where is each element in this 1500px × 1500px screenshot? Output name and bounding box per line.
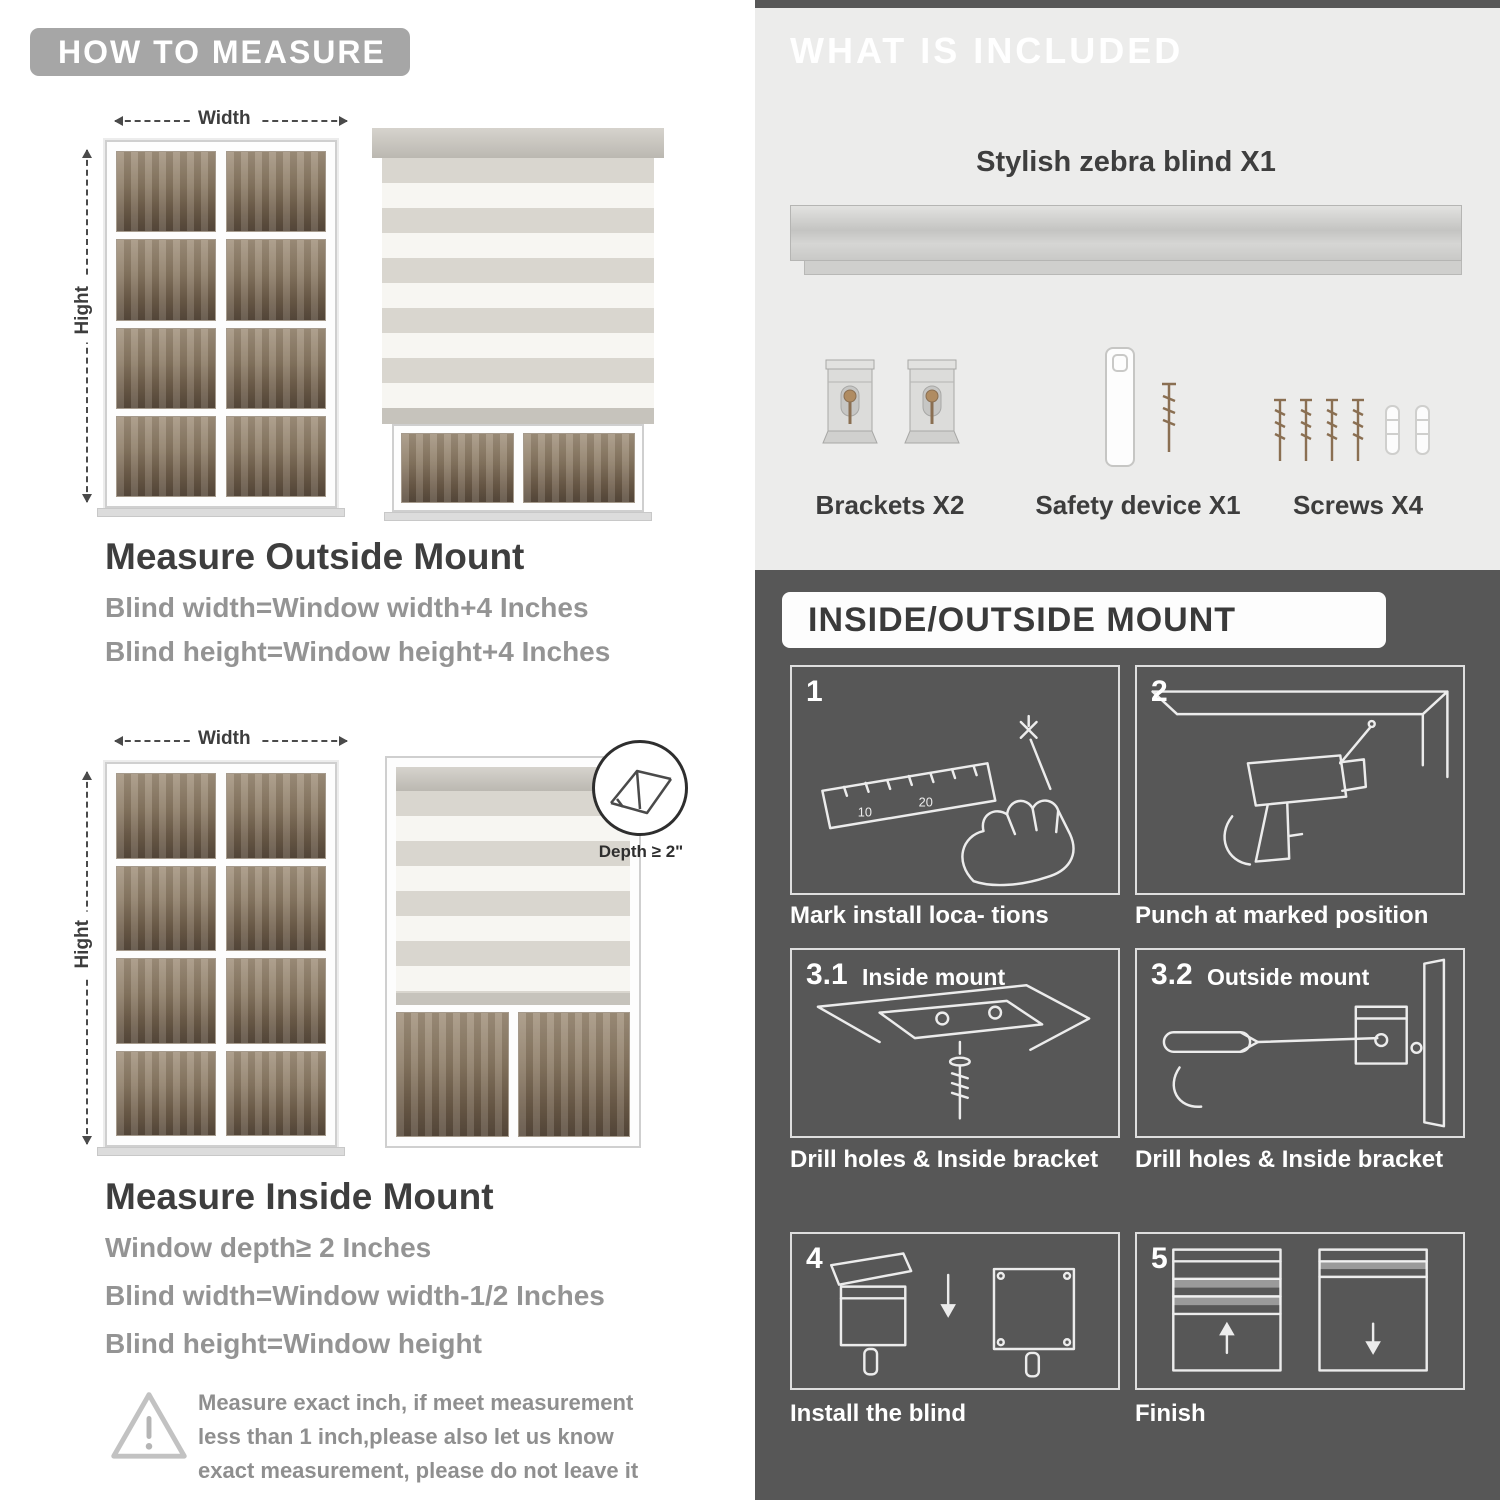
- step-caption-2: Punch at marked position: [1135, 902, 1429, 929]
- depth-label: Depth ≥ 2": [598, 842, 684, 861]
- step-caption-4: Install the blind: [790, 1400, 967, 1427]
- window-pane: [116, 151, 216, 233]
- width-label-outside: Width: [190, 108, 259, 130]
- how-to-measure-banner: HOW TO MEASURE: [30, 28, 410, 76]
- step-number: 2: [1151, 675, 1168, 708]
- zebra-blind-product-label: Stylish zebra blind X1: [976, 146, 1276, 178]
- window-below-blind: [392, 424, 644, 512]
- mark-locations-illustration: 10 20: [821, 714, 1075, 887]
- window-pane: [116, 1050, 216, 1136]
- screws-icon: [1274, 398, 1430, 461]
- bracket-icon: [904, 359, 960, 444]
- step-number: 3.1: [806, 958, 848, 991]
- step-caption-5: Finish: [1135, 1400, 1206, 1427]
- window-illustration-outside: [105, 140, 337, 508]
- step-number: 3.2: [1151, 958, 1193, 991]
- window-pane: [226, 239, 326, 321]
- step-panel-3-2: 3.2 Outside mount: [1135, 948, 1465, 1138]
- step-panel-4: 4: [790, 1232, 1120, 1390]
- window-below-blind: [396, 1012, 630, 1137]
- blind-bottomrail: [382, 408, 654, 424]
- outside-mount-heading: Measure Outside Mount: [105, 536, 525, 577]
- blind-headrail-product: [790, 205, 1462, 275]
- outside-bracket-illustration: [1162, 958, 1446, 1128]
- window-pane: [226, 773, 326, 859]
- inside-mount-label: Inside mount: [862, 964, 1006, 990]
- step-panel-1: 10 20 1: [790, 665, 1120, 895]
- outside-mount-label: Outside mount: [1207, 964, 1370, 990]
- inside-outside-mount-banner: INSIDE/OUTSIDE MOUNT: [782, 592, 1386, 648]
- warning-triangle-icon: [111, 1392, 187, 1459]
- window-panes: [116, 151, 326, 497]
- blind-headrail: [396, 767, 630, 791]
- window-pane: [517, 1012, 630, 1137]
- window-illustration-inside: [105, 762, 337, 1147]
- zebra-blind-inside-illustration: [385, 756, 641, 1148]
- blind-headrail: [372, 128, 664, 158]
- window-pane: [116, 958, 216, 1044]
- safety-device-icon: [1105, 347, 1176, 467]
- what-is-included-banner: WHAT IS INCLUDED: [790, 30, 1184, 71]
- window-frame: [385, 756, 641, 1148]
- what-is-included-section: [755, 8, 1500, 570]
- inside-rule-1: Window depth≥ 2 Inches: [105, 1232, 432, 1263]
- step-caption-3-1: Drill holes & Inside bracket: [790, 1146, 1099, 1173]
- brackets-label: Brackets X2: [815, 490, 965, 520]
- window-pane: [116, 865, 216, 951]
- depth-detail-circle: [592, 740, 688, 836]
- headrail-lip: [804, 261, 1462, 275]
- window-pane: [396, 1012, 509, 1137]
- inside-rule-3: Blind height=Window height: [105, 1328, 482, 1359]
- window-pane: [116, 327, 216, 409]
- safety-device-label: Safety device X1: [1035, 490, 1241, 520]
- window-sill: [97, 1147, 345, 1156]
- window-pane: [116, 239, 216, 321]
- step-number: 4: [806, 1242, 823, 1275]
- window-pane: [401, 433, 514, 503]
- width-label-inside: Width: [190, 728, 259, 750]
- blind-stripes: [382, 158, 654, 408]
- svg-text:10: 10: [858, 804, 872, 819]
- window-pane: [226, 415, 326, 497]
- outside-rule-2: Blind height=Window height+4 Inches: [105, 636, 611, 667]
- step-panel-2: 2: [1135, 665, 1465, 895]
- install-blind-illustration: [829, 1252, 1076, 1378]
- measure-note: Measure exact inch, if meet measurement …: [198, 1390, 639, 1484]
- window-pane: [226, 865, 326, 951]
- window-sill: [384, 512, 652, 521]
- window-pane: [226, 151, 326, 233]
- window-sill: [97, 508, 345, 517]
- bracket-icon: [822, 359, 878, 444]
- svg-text:20: 20: [919, 795, 933, 810]
- screws-label: Screws X4: [1292, 490, 1424, 520]
- blind-bottomrail: [396, 993, 630, 1005]
- step-number: 1: [806, 675, 823, 708]
- window-pane: [116, 415, 216, 497]
- drill-illustration: [1151, 690, 1449, 866]
- window-pane: [522, 433, 635, 503]
- window-pane: [116, 773, 216, 859]
- finish-illustration: [1172, 1248, 1428, 1372]
- step-caption-1: Mark install loca- tions: [790, 902, 1049, 929]
- window-pane: [226, 958, 326, 1044]
- step-panel-5: 5: [1135, 1232, 1465, 1390]
- inside-bracket-illustration: [816, 984, 1091, 1120]
- window-pane: [226, 1050, 326, 1136]
- height-label-outside: Hight: [72, 278, 94, 343]
- blind-stripes: [396, 791, 630, 993]
- inside-rule-2: Blind width=Window width-1/2 Inches: [105, 1280, 605, 1311]
- step-caption-3-2: Drill holes & Inside bracket: [1135, 1146, 1444, 1173]
- inside-mount-heading: Measure Inside Mount: [105, 1176, 494, 1217]
- window-pane: [226, 327, 326, 409]
- step-number: 5: [1151, 1242, 1168, 1275]
- top-dark-strip: [755, 0, 1500, 8]
- window-corner-icon: [610, 769, 673, 815]
- height-label-inside: Hight: [72, 912, 94, 977]
- window-panes: [116, 773, 326, 1136]
- headrail-bar: [790, 205, 1462, 261]
- zebra-blind-outside-illustration: [372, 128, 664, 521]
- step-panel-3-1: 3.1 Inside mount: [790, 948, 1120, 1138]
- outside-rule-1: Blind width=Window width+4 Inches: [105, 592, 589, 623]
